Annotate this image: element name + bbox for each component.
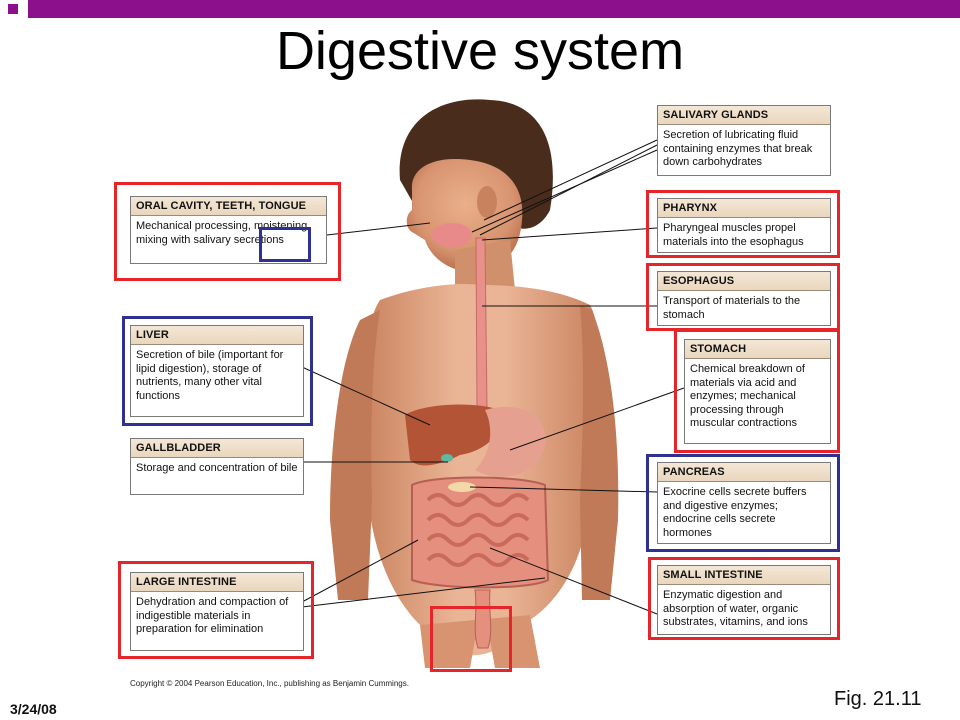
highlight-liver xyxy=(122,316,313,426)
label-body: Transport of materials to the stomach xyxy=(663,295,801,321)
label-body: Exocrine cells secrete buffers and diges… xyxy=(663,486,807,539)
highlight-rectum xyxy=(430,606,512,672)
highlight-large-intestine xyxy=(118,561,314,659)
label-head: PHARYNX xyxy=(658,199,830,218)
stomach xyxy=(475,406,546,477)
figure-number: Fig. 21.11 xyxy=(834,688,922,710)
label-small-intestine: SMALL INTESTINE Enzymatic digestion and … xyxy=(657,565,831,635)
label-large-intestine: LARGE INTESTINE Dehydration and compacti… xyxy=(130,572,304,651)
label-head: ORAL CAVITY, TEETH, TONGUE xyxy=(131,197,326,216)
label-head: STOMACH xyxy=(685,340,830,359)
label-head: GALLBLADDER xyxy=(131,439,303,458)
label-body: Secretion of bile (important for lipid d… xyxy=(136,349,284,402)
right-arm xyxy=(580,305,619,600)
label-gallbladder: GALLBLADDER Storage and concentration of… xyxy=(130,438,304,495)
highlight-stomach xyxy=(674,329,840,453)
highlight-oral-cavity xyxy=(114,182,341,281)
liver xyxy=(405,404,501,466)
rectum xyxy=(474,589,492,649)
ear xyxy=(477,186,497,218)
label-head: ESOPHAGUS xyxy=(658,272,830,291)
slide-date: 3/24/08 xyxy=(10,701,57,717)
top-banner xyxy=(0,0,960,18)
gallbladder xyxy=(441,454,453,462)
label-pharynx: PHARYNX Pharyngeal muscles propel materi… xyxy=(657,198,831,253)
label-body: Pharyngeal muscles propel materials into… xyxy=(663,222,804,248)
label-body: Chemical breakdown of materials via acid… xyxy=(690,363,805,429)
leader-lines xyxy=(301,139,685,615)
esophagus xyxy=(475,237,488,411)
copyright-text: Copyright © 2004 Pearson Education, Inc.… xyxy=(130,679,409,688)
oral-cavity xyxy=(432,223,472,247)
label-body: Enzymatic digestion and absorption of wa… xyxy=(663,589,808,628)
highlight-pancreas xyxy=(646,454,840,552)
slide-title: Digestive system xyxy=(275,21,685,81)
label-head: PANCREAS xyxy=(658,463,830,482)
label-liver: LIVER Secretion of bile (important for l… xyxy=(130,325,304,417)
label-stomach: STOMACH Chemical breakdown of materials … xyxy=(684,339,831,444)
highlight-pharynx xyxy=(646,190,840,258)
label-head: SMALL INTESTINE xyxy=(658,566,830,585)
label-salivary-glands: SALIVARY GLANDS Secretion of lubricating… xyxy=(657,105,831,176)
label-body: Dehydration and compaction of indigestib… xyxy=(136,596,289,635)
pancreas xyxy=(448,482,476,492)
label-head: LARGE INTESTINE xyxy=(131,573,303,592)
small-intestine xyxy=(426,493,530,567)
label-head: SALIVARY GLANDS xyxy=(658,106,830,125)
left-arm xyxy=(330,310,380,600)
label-esophagus: ESOPHAGUS Transport of materials to the … xyxy=(657,271,831,326)
highlight-esophagus xyxy=(646,263,840,331)
banner-square xyxy=(0,0,28,18)
label-body: Storage and concentration of bile xyxy=(136,462,298,474)
banner-dot-icon xyxy=(8,4,18,14)
label-pancreas: PANCREAS Exocrine cells secrete buffers … xyxy=(657,462,831,544)
highlight-small-intestine xyxy=(648,557,840,640)
highlight-salivary-word xyxy=(259,227,311,262)
label-body: Secretion of lubricating fluid containin… xyxy=(663,129,813,168)
label-head: LIVER xyxy=(131,326,303,345)
